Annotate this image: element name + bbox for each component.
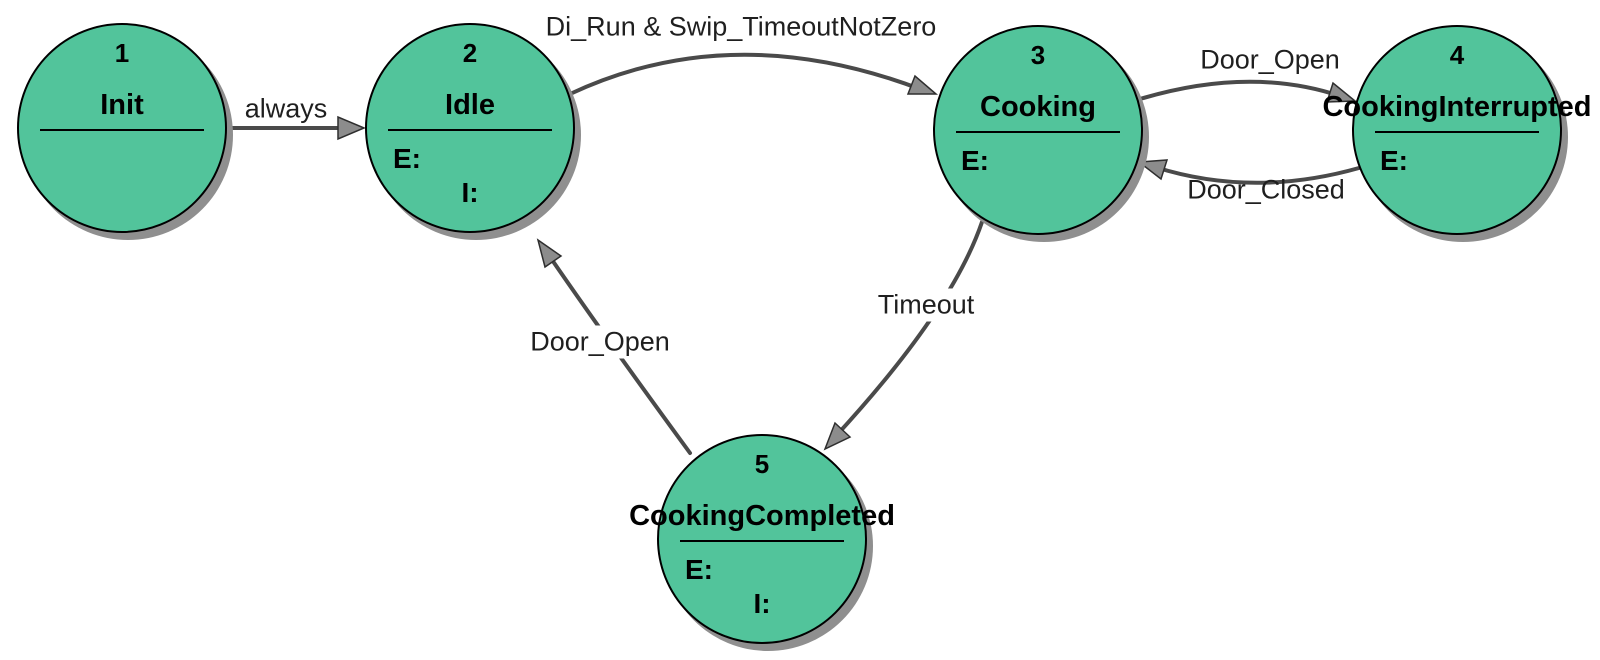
transition-label-dooropen-left: Door_Open	[526, 325, 674, 359]
state-cooking-divider	[955, 131, 1121, 133]
transition-label-doorclosed: Door_Closed	[1187, 174, 1345, 205]
state-cooking-completed-input-label: I:	[753, 588, 771, 619]
state-cooking-completed-entry-label: E:	[685, 554, 713, 585]
state-init-number: 1	[114, 38, 130, 68]
arrowhead-dirun	[906, 74, 939, 95]
arrowhead-always	[337, 115, 366, 141]
state-idle-entry-label: E:	[393, 143, 421, 174]
arrowhead-doorclosed	[1136, 159, 1169, 181]
state-idle[interactable]: 2 Idle E: I:	[365, 23, 575, 233]
arrowhead-timeout	[823, 421, 852, 451]
state-idle-number: 2	[462, 38, 478, 68]
state-idle-input-label: I:	[461, 177, 479, 208]
transition-dooropen-top-edge[interactable]	[1138, 79, 1358, 103]
state-cooking-number: 3	[1030, 40, 1046, 70]
state-cooking-interrupted-divider	[1374, 131, 1540, 133]
state-idle-divider	[387, 129, 553, 131]
transition-label-dooropen-top: Door_Open	[1200, 44, 1340, 75]
state-init-divider	[39, 129, 205, 131]
state-cooking-interrupted-number: 4	[1449, 40, 1465, 70]
state-cooking[interactable]: 3 Cooking E:	[933, 25, 1143, 235]
state-init-name: Init	[100, 89, 144, 121]
state-cooking-completed-number: 5	[754, 449, 770, 479]
arrowhead-dooropen-left	[536, 238, 563, 269]
arrowhead-dooropen-top	[1325, 81, 1358, 103]
transition-label-always: always	[244, 93, 328, 124]
state-cooking-interrupted-name: CookingInterrupted	[1322, 91, 1592, 123]
state-init[interactable]: 1 Init	[17, 23, 227, 233]
state-cooking-completed-divider	[679, 540, 845, 542]
state-idle-name: Idle	[445, 89, 495, 121]
transition-timeout-edge[interactable]	[823, 220, 984, 451]
state-cooking-interrupted[interactable]: 4 CookingInterrupted E:	[1322, 25, 1592, 235]
transition-always-edge[interactable]	[228, 115, 366, 141]
transition-doorclosed-edge[interactable]	[1136, 159, 1361, 185]
transition-label-timeout: Timeout	[873, 288, 979, 322]
state-cooking-name: Cooking	[980, 91, 1096, 123]
state-cooking-completed-name: CookingCompleted	[629, 500, 895, 532]
transition-dirun-edge[interactable]	[568, 52, 939, 96]
state-cooking-entry-label: E:	[961, 145, 989, 176]
transition-label-dirun: Di_Run & Swip_TimeoutNotZero	[545, 11, 937, 42]
state-cooking-completed[interactable]: 5 CookingCompleted E: I:	[629, 434, 895, 644]
state-cooking-interrupted-entry-label: E:	[1380, 145, 1408, 176]
